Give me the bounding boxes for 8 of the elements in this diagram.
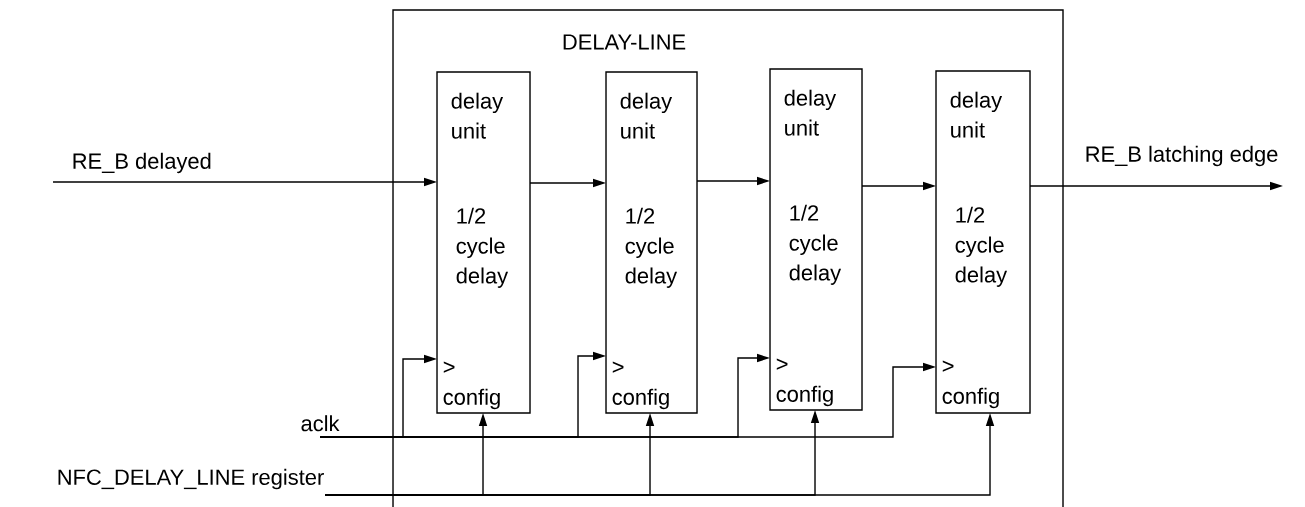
edge-label: RE_B latching edge — [1083, 144, 1280, 168]
delay-unit-box: delay unit 1/2 cycle delay > config — [605, 71, 698, 414]
signal-name: NFC_DELAY_LINE register — [58, 468, 324, 490]
signal-name: aclk — [301, 415, 340, 432]
delay-unit-box: delay unit 1/2 cycle delay > config — [769, 68, 863, 411]
edge-label: RE_B delayed — [70, 151, 213, 175]
delay-unit-box: delay unit 1/2 cycle delay > config — [436, 71, 531, 414]
delay-unit-box: delay unit 1/2 cycle delay > config — [935, 70, 1031, 414]
